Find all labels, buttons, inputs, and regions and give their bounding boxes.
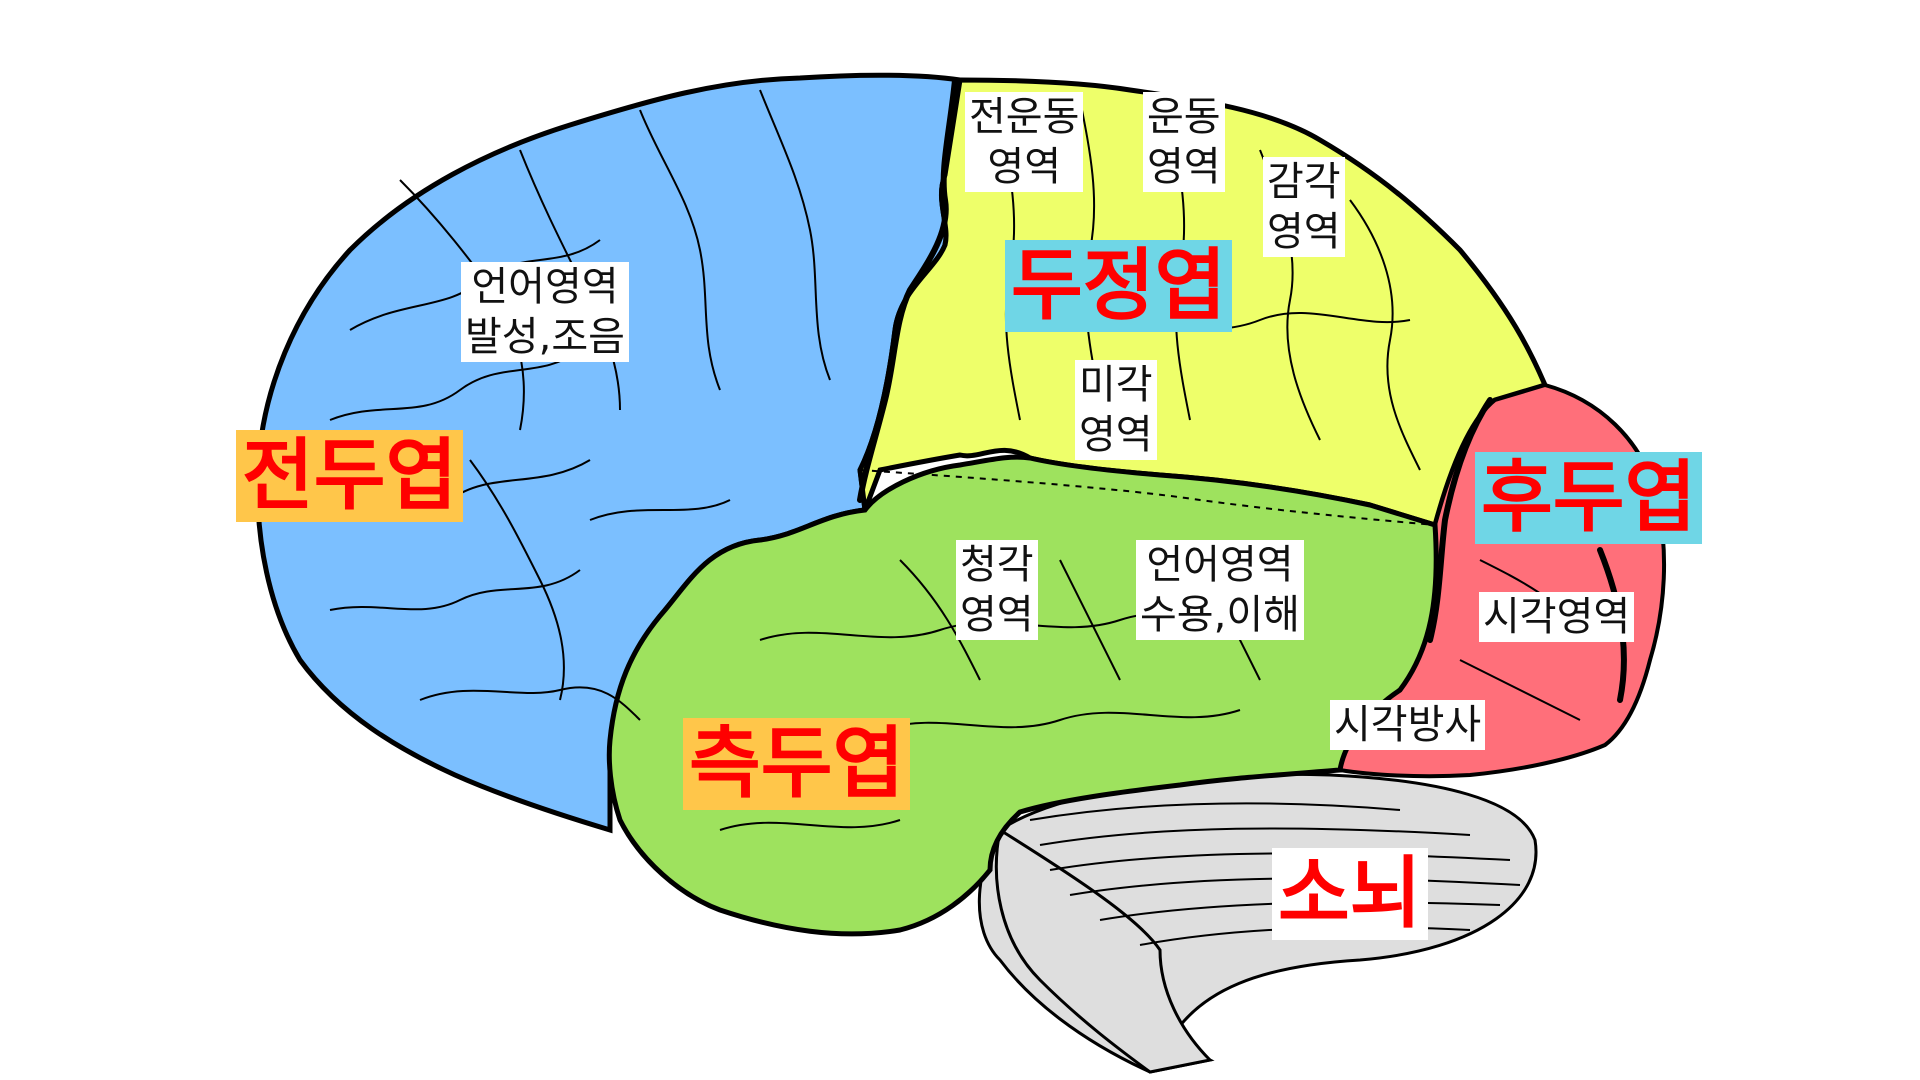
brainstem-region	[994, 827, 1214, 1074]
taste-area-line2: 영역	[1079, 412, 1153, 458]
motor-area-line1: 운동	[1147, 94, 1221, 140]
frontal-lobe-label: 전두엽	[236, 430, 464, 522]
auditory-area-line1: 청각	[960, 542, 1034, 588]
premotor-area-label: 전운동 영역	[965, 92, 1084, 192]
parietal-lobe-label: 두정엽	[1005, 240, 1233, 332]
taste-area-line1: 미각	[1079, 362, 1153, 408]
auditory-area-label: 청각 영역	[956, 540, 1038, 640]
cerebellum-label: 소뇌	[1272, 848, 1428, 940]
occipital-lobe-label: 후두엽	[1475, 452, 1703, 544]
optic-radiation-label: 시각방사	[1330, 700, 1486, 750]
premotor-area-line2: 영역	[987, 144, 1061, 190]
premotor-area-line1: 전운동	[969, 94, 1080, 140]
motor-area-line2: 영역	[1147, 144, 1221, 190]
speech-production-line1: 언어영역	[471, 264, 619, 310]
speech-comprehension-area-label: 언어영역 수용,이해	[1136, 540, 1304, 640]
speech-production-line2: 발성,조음	[465, 314, 625, 360]
optic-radiation-line1: 시각방사	[1334, 702, 1482, 748]
sensory-area-label: 감각 영역	[1263, 157, 1345, 257]
speech-production-area-label: 언어영역 발성,조음	[461, 262, 629, 362]
sensory-area-line2: 영역	[1267, 209, 1341, 255]
visual-area-line1: 시각영역	[1483, 594, 1631, 640]
auditory-area-line2: 영역	[960, 592, 1034, 638]
speech-comprehension-line1: 언어영역	[1146, 542, 1294, 588]
temporal-lobe-label: 측두엽	[683, 718, 911, 810]
sensory-area-line1: 감각	[1267, 159, 1341, 205]
motor-area-label: 운동 영역	[1143, 92, 1225, 192]
taste-area-label: 미각 영역	[1075, 360, 1157, 460]
visual-area-label: 시각영역	[1479, 592, 1635, 642]
speech-comprehension-line2: 수용,이해	[1140, 592, 1300, 638]
